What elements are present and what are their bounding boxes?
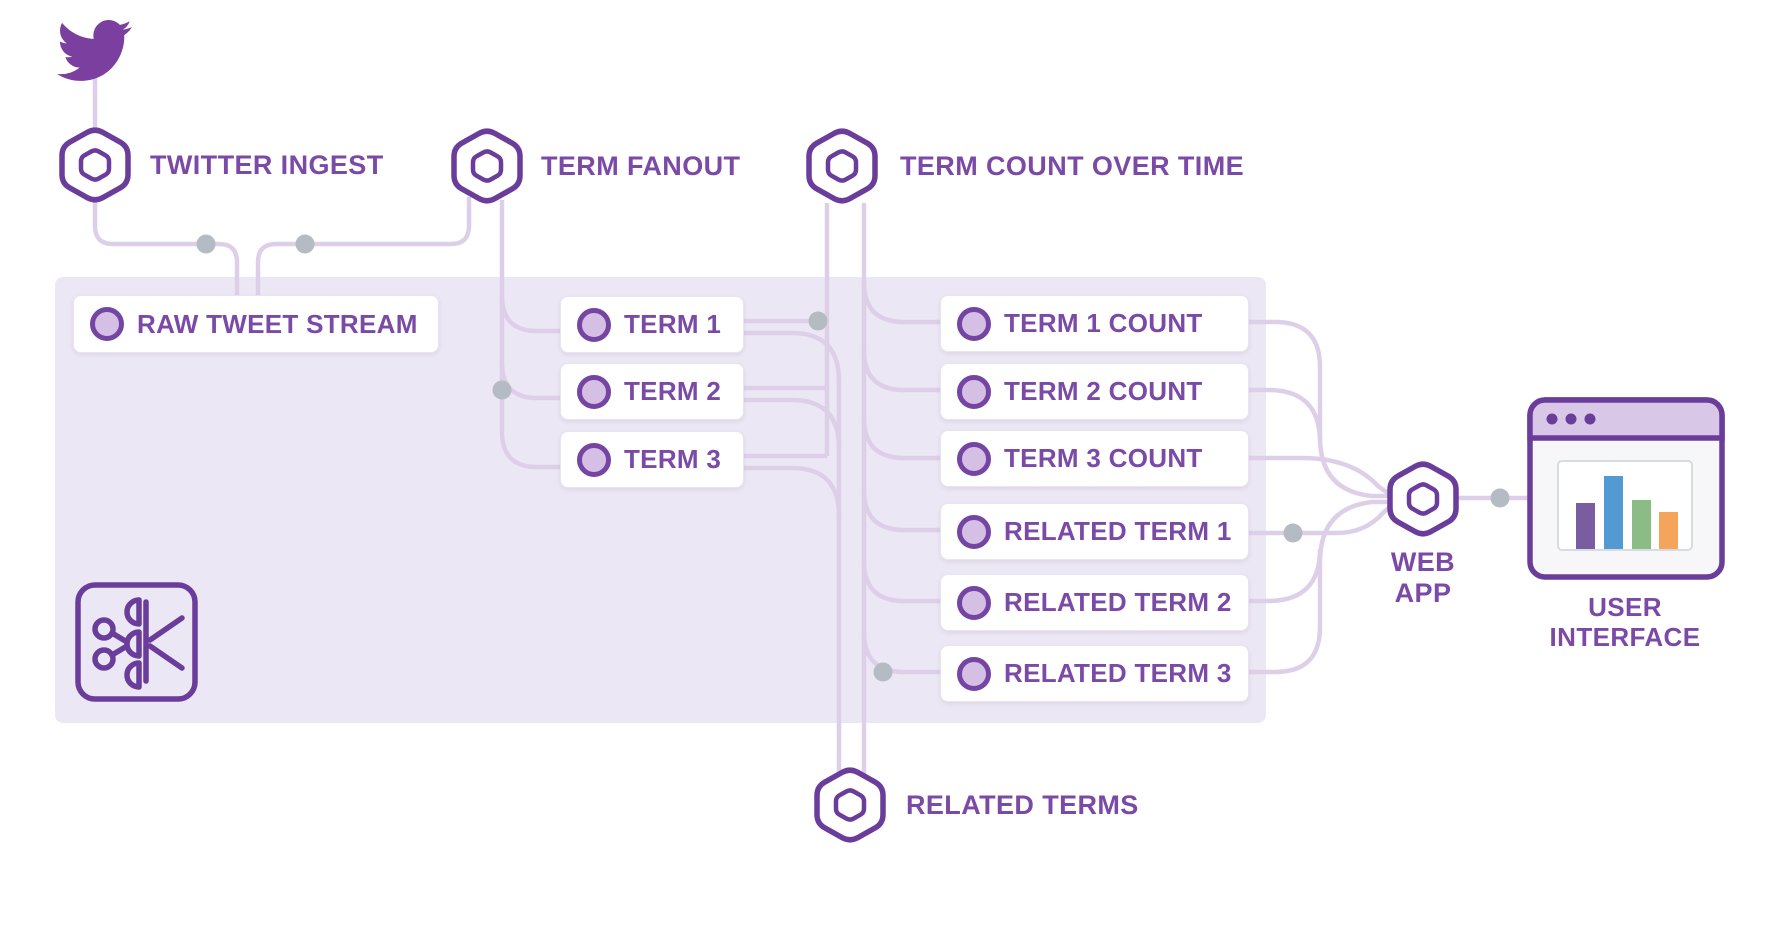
node-label-web-app: WEB APP bbox=[1390, 547, 1456, 608]
topic-circle-icon bbox=[957, 514, 991, 549]
node-label-term-count-over-time: TERM COUNT OVER TIME bbox=[900, 151, 1244, 181]
browser-dots-icon bbox=[1546, 413, 1596, 425]
topic-circle-icon bbox=[957, 306, 991, 341]
topic-circle-icon bbox=[957, 374, 991, 409]
topic-label: TERM 1 COUNT bbox=[1004, 308, 1203, 338]
topic-label: TERM 3 bbox=[624, 444, 722, 474]
topic-term-1-count: TERM 1 COUNT bbox=[940, 295, 1249, 352]
term-count-node-icon bbox=[809, 131, 875, 201]
node-label-related-terms: RELATED TERMS bbox=[906, 790, 1139, 820]
topic-label: TERM 2 bbox=[624, 376, 722, 406]
topic-label: TERM 3 COUNT bbox=[1004, 443, 1203, 473]
node-label-twitter-ingest: TWITTER INGEST bbox=[150, 150, 384, 180]
topic-label: TERM 1 bbox=[624, 309, 722, 339]
topic-label: TERM 2 COUNT bbox=[1004, 376, 1203, 406]
topic-circle-icon bbox=[957, 441, 991, 476]
bar-chart-icon bbox=[1557, 460, 1693, 551]
term-fanout-node-icon bbox=[454, 131, 520, 201]
topic-term-3: TERM 3 bbox=[560, 431, 744, 488]
user-interface-label: USER INTERFACE bbox=[1549, 592, 1701, 652]
connector-lines bbox=[92, 72, 1530, 790]
web-app-node-icon bbox=[1390, 464, 1456, 534]
topic-circle-icon bbox=[577, 307, 611, 342]
topic-circle-icon bbox=[90, 307, 124, 341]
topic-related-term-3: RELATED TERM 3 bbox=[940, 645, 1249, 702]
topic-term-3-count: TERM 3 COUNT bbox=[940, 430, 1249, 487]
junction-dots bbox=[196, 234, 1510, 682]
topic-label: RELATED TERM 3 bbox=[1004, 658, 1232, 688]
topic-label: RAW TWEET STREAM bbox=[137, 308, 418, 339]
topic-circle-icon bbox=[957, 656, 991, 691]
related-terms-node-icon bbox=[817, 770, 883, 840]
topic-related-term-2: RELATED TERM 2 bbox=[940, 574, 1249, 631]
topic-circle-icon bbox=[957, 585, 991, 620]
topic-circle-icon bbox=[577, 374, 611, 409]
twitter-ingest-node-icon bbox=[62, 130, 128, 200]
topic-circle-icon bbox=[577, 442, 611, 477]
topic-raw-tweet-stream: RAW TWEET STREAM bbox=[73, 295, 439, 353]
browser-window-icon bbox=[1527, 397, 1725, 580]
topic-label: RELATED TERM 2 bbox=[1004, 587, 1232, 617]
topic-label: RELATED TERM 1 bbox=[1004, 516, 1232, 546]
twitter-bird-icon bbox=[57, 20, 132, 81]
topic-term-1: TERM 1 bbox=[560, 296, 744, 353]
topic-related-term-1: RELATED TERM 1 bbox=[940, 503, 1249, 560]
node-label-term-fanout: TERM FANOUT bbox=[541, 151, 741, 181]
kafka-logo-icon bbox=[75, 582, 198, 702]
topic-term-2: TERM 2 bbox=[560, 363, 744, 420]
topic-term-2-count: TERM 2 COUNT bbox=[940, 363, 1249, 420]
